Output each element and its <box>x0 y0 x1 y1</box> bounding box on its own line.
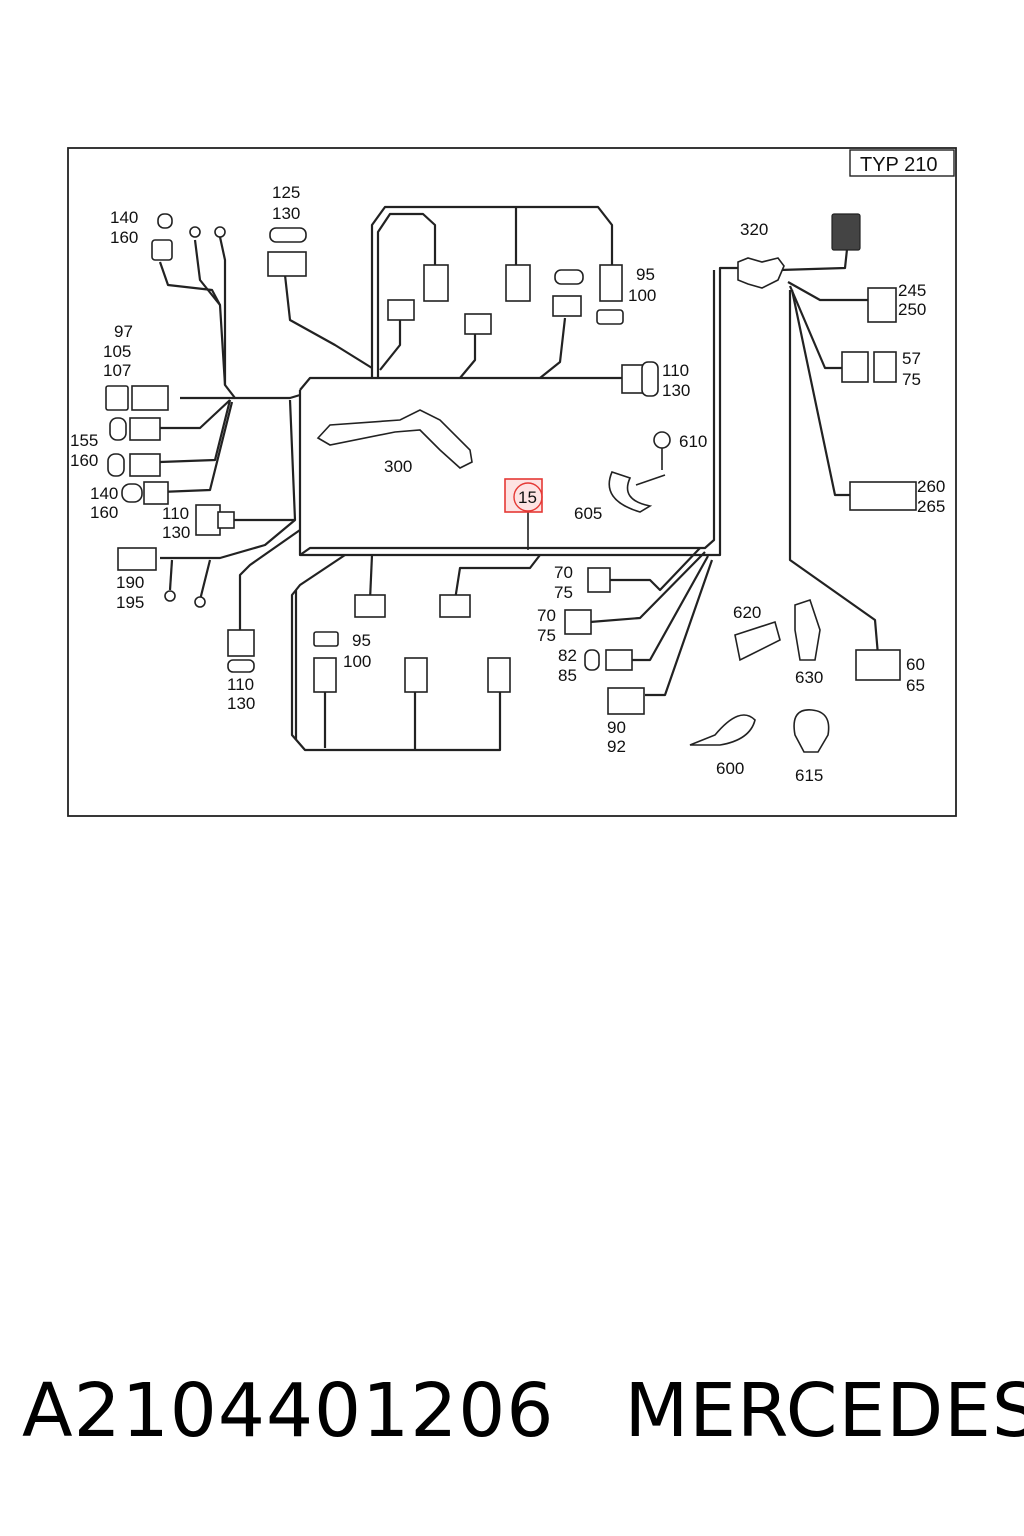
callout-615: 615 <box>795 766 823 785</box>
part-number: A2104401206 <box>22 1368 555 1454</box>
callout-130-bottom: 130 <box>227 694 255 713</box>
callout-600: 600 <box>716 759 744 778</box>
callout-95-top: 95 <box>636 265 655 284</box>
callout-70-a: 70 <box>554 563 573 582</box>
connector-140-icon <box>151 239 173 261</box>
callout-190: 190 <box>116 573 144 592</box>
callout-610: 610 <box>679 432 707 451</box>
callout-260: 260 <box>917 477 945 496</box>
callout-70-b: 70 <box>537 606 556 625</box>
callout-95-bottom: 95 <box>352 631 371 650</box>
callout-65: 65 <box>906 676 925 695</box>
callout-107: 107 <box>103 361 131 380</box>
model-badge-text: TYP 210 <box>860 154 937 176</box>
wiring-harness-diagram: TYP 210 <box>67 147 957 817</box>
harness-wires <box>158 205 880 752</box>
brand-name: MERCEDES <box>624 1368 1024 1454</box>
item-15-label: 15 <box>518 488 537 507</box>
callout-110-left: 110 <box>162 504 189 523</box>
clip-615-icon <box>793 709 830 753</box>
callout-90: 90 <box>607 718 626 737</box>
callout-105: 105 <box>103 342 131 361</box>
callout-130-right: 130 <box>662 381 690 400</box>
callout-245: 245 <box>898 281 926 300</box>
callout-85: 85 <box>558 666 577 685</box>
cable-duct-300-icon <box>316 409 473 469</box>
cable-tie-600-icon <box>689 714 756 746</box>
callout-630: 630 <box>795 668 823 687</box>
callout-140-top: 140 <box>110 208 138 227</box>
callout-160-left: 160 <box>70 451 98 470</box>
callout-110-right: 110 <box>662 361 689 380</box>
callout-605: 605 <box>574 504 602 523</box>
callout-75-right: 75 <box>902 370 921 389</box>
model-badge: TYP 210 <box>849 149 955 177</box>
callout-155: 155 <box>70 431 98 450</box>
callout-265: 265 <box>917 497 945 516</box>
callout-300: 300 <box>384 457 412 476</box>
connectors <box>105 213 917 753</box>
part-number-caption: A2104401206 MERCEDES <box>22 1368 1024 1478</box>
callout-160-mid: 160 <box>90 503 118 522</box>
callout-92: 92 <box>607 737 626 756</box>
callout-620: 620 <box>733 603 761 622</box>
callout-97: 97 <box>114 322 133 341</box>
holder-630-icon <box>794 598 821 661</box>
highlighted-item-15[interactable]: 15 <box>504 478 543 513</box>
callout-130-left: 130 <box>162 523 190 542</box>
callout-130-top: 130 <box>272 204 300 223</box>
callout-100-top: 100 <box>628 286 656 305</box>
callout-320: 320 <box>740 220 768 239</box>
callout-160-top: 160 <box>110 228 138 247</box>
callout-195: 195 <box>116 593 144 612</box>
callout-125: 125 <box>272 183 300 202</box>
callout-82: 82 <box>558 646 577 665</box>
callout-60: 60 <box>906 655 925 674</box>
callout-75-b: 75 <box>537 626 556 645</box>
callout-57: 57 <box>902 349 921 368</box>
callout-140-mid: 140 <box>90 484 118 503</box>
clip-620-icon <box>734 620 781 662</box>
callout-labels: 140 160 125 130 97 105 107 155 160 140 1… <box>70 183 945 785</box>
clamp-605-icon <box>608 471 653 513</box>
callout-250: 250 <box>898 300 926 319</box>
callout-100-bottom: 100 <box>343 652 371 671</box>
callout-110-bottom: 110 <box>227 675 254 694</box>
callout-75-a: 75 <box>554 583 573 602</box>
grommet-320-icon <box>737 257 785 289</box>
